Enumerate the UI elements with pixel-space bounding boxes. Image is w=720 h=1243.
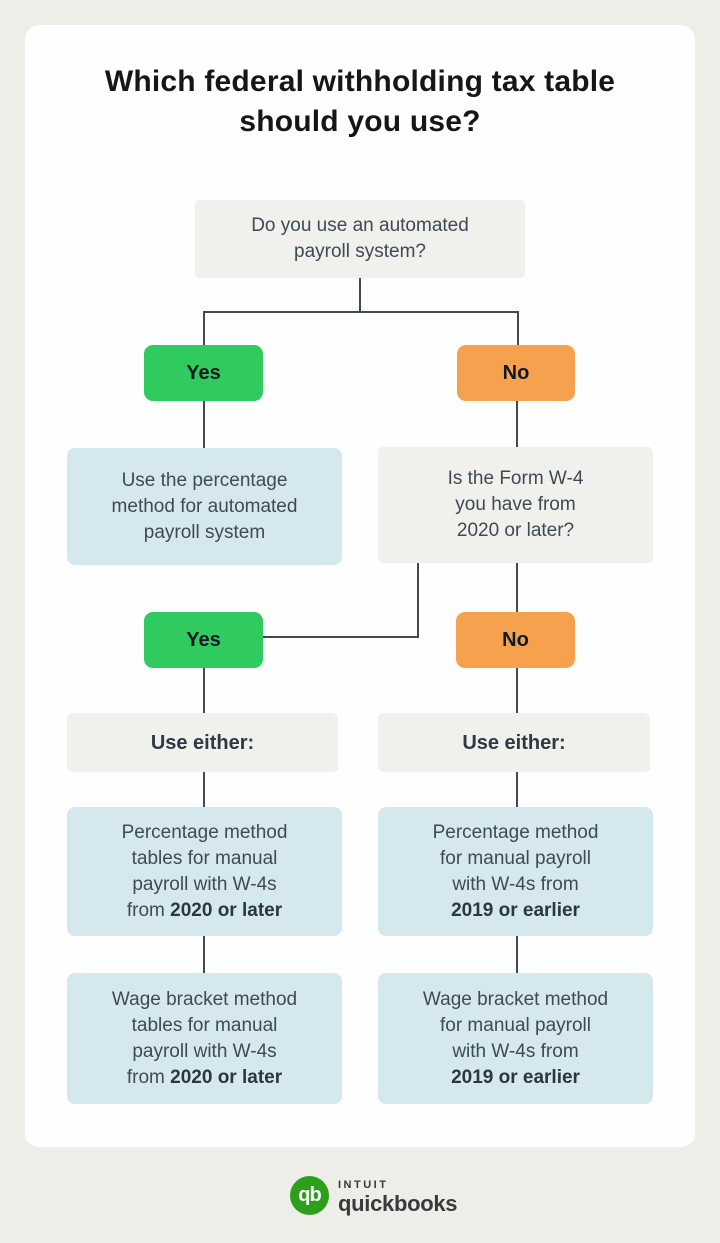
node-text-line: Is the Form W-4 <box>447 468 584 489</box>
node-text-line: payroll with W-4s <box>132 873 277 895</box>
node-text-line: 2019 or earlier <box>451 898 580 924</box>
node-question-automated-payroll: Do you use an automated payroll system? <box>195 200 525 278</box>
node-text-line: Do you use an automated <box>251 215 469 236</box>
node-result-percentage-2019-earlier: Percentage method for manual payroll wit… <box>378 807 653 936</box>
node-text-line: tables for manual <box>131 847 278 869</box>
connector-q1-stem <box>359 278 361 313</box>
node-result-wage-bracket-2019-earlier: Wage bracket method for manual payroll w… <box>378 973 653 1104</box>
node-text-line: Percentage method <box>432 821 599 843</box>
node-result-wage-bracket-2020-later: Wage bracket method tables for manual pa… <box>67 973 342 1104</box>
node-text-line: 2020 or later? <box>456 520 575 541</box>
connector-r1-r2 <box>203 936 205 973</box>
node-text-line: from 2020 or later <box>127 1065 282 1091</box>
node-text-line: for manual payroll <box>439 847 592 869</box>
quickbooks-logo-icon: qb <box>290 1176 329 1215</box>
node-text-line: 2019 or earlier <box>451 1065 580 1091</box>
quickbooks-wordmark: quickbooks <box>338 1190 458 1216</box>
connector-yes1-answer <box>203 401 205 448</box>
connector-no2-either <box>516 668 518 713</box>
node-text-line: tables for manual <box>131 1014 278 1036</box>
node-text-plain: from <box>126 899 171 921</box>
node-text-bold: 2020 or later <box>170 899 283 921</box>
connector-q1-no <box>517 311 519 345</box>
node-text-line: method for automated <box>111 495 298 517</box>
node-text-plain: from <box>126 1066 171 1088</box>
node-text-line: payroll system? <box>294 241 426 262</box>
logo-wordmark: INTUIT quickbooks <box>338 1175 458 1219</box>
connector-q1-branch <box>203 311 519 313</box>
connector-either-left-r1 <box>203 772 205 807</box>
node-text-bold: 2019 or earlier <box>451 899 580 921</box>
node-text-line: Wage bracket method <box>111 988 298 1010</box>
connector-no1-q2 <box>516 401 518 447</box>
node-text-line: for manual payroll <box>439 1014 592 1036</box>
connector-r3-r4 <box>516 936 518 973</box>
node-result-percentage-2020-later: Percentage method tables for manual payr… <box>67 807 342 936</box>
node-text-line: payroll system <box>143 521 266 543</box>
intuit-quickbooks-logo: qb INTUIT quickbooks <box>290 1175 458 1219</box>
node-question-w4-year: Is the Form W-4 you have from 2020 or la… <box>378 447 653 563</box>
yes-badge-2: Yes <box>144 612 263 668</box>
no-badge-2: No <box>456 612 575 668</box>
connector-either-right-r3 <box>516 772 518 807</box>
node-text-line: payroll with W-4s <box>132 1040 277 1062</box>
node-text-bold: 2019 or earlier <box>451 1066 580 1088</box>
node-text-line: Use the percentage <box>121 469 288 491</box>
node-text-line: you have from <box>455 494 576 515</box>
node-text-line: with W-4s from <box>452 1040 579 1062</box>
node-text-bold: 2020 or later <box>170 1066 283 1088</box>
connector-q1-yes <box>203 311 205 345</box>
node-text-line: from 2020 or later <box>127 898 282 924</box>
node-text-line: Percentage method <box>121 821 288 843</box>
node-answer-percentage-automated: Use the percentage method for automated … <box>67 448 342 565</box>
connector-yes2-either <box>203 668 205 713</box>
connector-q2-yes-vertical <box>417 563 419 638</box>
yes-badge-1: Yes <box>144 345 263 401</box>
node-use-either-right: Use either: <box>378 713 650 772</box>
connector-q2-yes-elbow <box>263 636 419 638</box>
node-text-line: with W-4s from <box>452 873 579 895</box>
node-use-either-left: Use either: <box>67 713 338 772</box>
page-title: Which federal withholding tax table shou… <box>104 65 616 138</box>
connector-q2-no <box>516 563 518 612</box>
intuit-wordmark: INTUIT <box>338 1178 389 1191</box>
node-text-line: Wage bracket method <box>422 988 609 1010</box>
no-badge-1: No <box>457 345 575 401</box>
